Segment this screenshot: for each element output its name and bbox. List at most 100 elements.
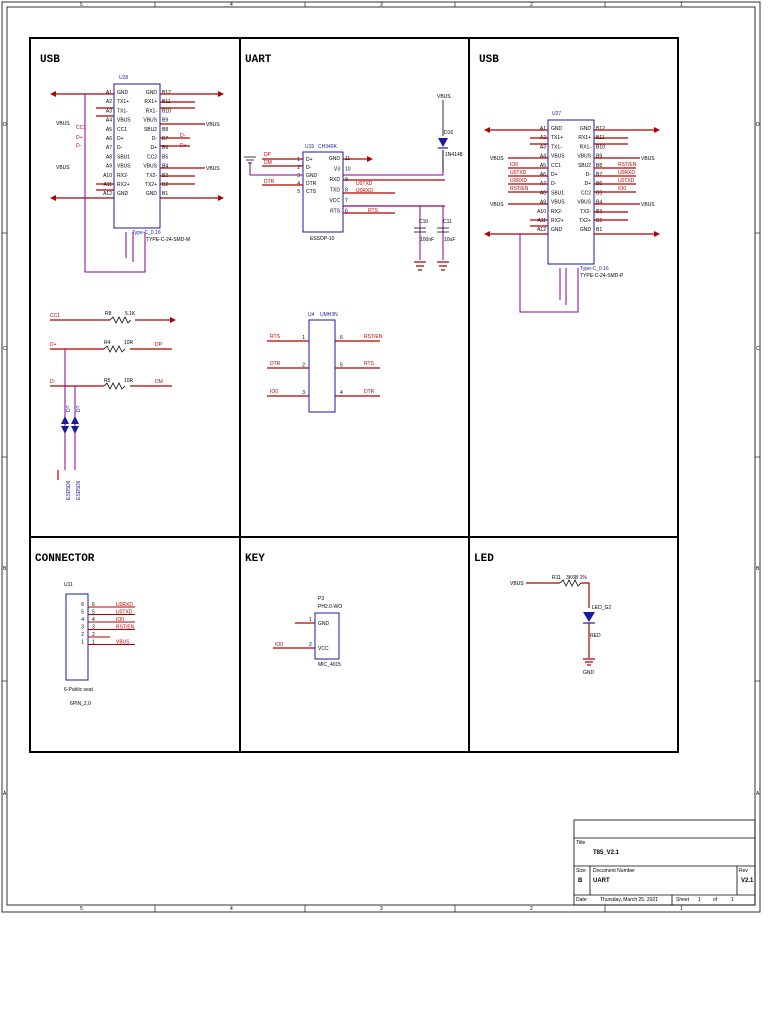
bottom-tick-4: 4 bbox=[230, 906, 233, 912]
u15-out-net-txd: U0TXD bbox=[356, 181, 373, 187]
r4-body bbox=[103, 345, 126, 353]
u28-right-pin: B4 bbox=[162, 164, 168, 170]
tb-sheet-label: Sheet bbox=[676, 897, 690, 903]
u15-left-pin: 5 bbox=[297, 189, 300, 195]
u4-left-net-1: RTS bbox=[270, 334, 281, 340]
p3-key: P3 PH2.0-WO MIC_4015 1 2 GND VCC IO0 bbox=[273, 596, 342, 668]
u28-dp-net-r: D+ bbox=[180, 143, 187, 149]
inner-frame bbox=[6, 6, 756, 906]
u28-left-pin: A7 bbox=[106, 145, 112, 151]
u15-package: ESSOP-10 bbox=[310, 236, 335, 242]
u27-ref: U27 bbox=[552, 111, 561, 117]
led-block: VBUS R11 3K6B 1% LED_G2 RED GND bbox=[510, 575, 611, 676]
u28-left-name: TX1- bbox=[117, 108, 128, 114]
u11-pin: 1 bbox=[92, 640, 95, 646]
cc1-arrow bbox=[170, 317, 176, 323]
top-tick-3: 3 bbox=[380, 2, 383, 8]
u15-out-net-rxd: U0RXD bbox=[356, 188, 373, 194]
p3-pin1: 1 bbox=[309, 617, 312, 623]
c11-ref: C11 bbox=[443, 219, 452, 225]
u28-left-pin: A3 bbox=[106, 108, 112, 114]
u27-arrow-br bbox=[654, 231, 660, 237]
u28-left-pin: A8 bbox=[106, 154, 112, 160]
u27-left-pin: A1 bbox=[540, 126, 546, 132]
r5-body bbox=[103, 382, 126, 390]
top-tick-5: 5 bbox=[80, 2, 83, 8]
u28-vbus-label-l2: VBUS bbox=[56, 165, 70, 171]
u27-right-name: D- bbox=[586, 172, 592, 178]
u28-right-name: VBUS bbox=[143, 118, 157, 124]
u27-sub: Type-C_0.16 bbox=[580, 266, 609, 272]
u11-pin-inner: 6 bbox=[81, 602, 84, 608]
section-title-usb-left: USB bbox=[40, 54, 60, 66]
u27-left-name: VBUS bbox=[551, 200, 565, 206]
u28-left-name: TX1+ bbox=[117, 99, 129, 105]
u27-right-net-4: IO0 bbox=[618, 186, 626, 192]
u27-left-pin: A12 bbox=[537, 227, 546, 233]
u27-arrow-bl bbox=[484, 231, 490, 237]
u27-right-name: GND bbox=[580, 227, 592, 233]
u4-body bbox=[308, 319, 336, 413]
u28-left-pin: A5 bbox=[106, 127, 112, 133]
u4-right-pin: 4 bbox=[340, 390, 343, 396]
tb-docnum: UART bbox=[593, 878, 610, 884]
u4-ref: U4 bbox=[308, 312, 315, 318]
u27-left-name: VBUS bbox=[551, 154, 565, 160]
u27-right-name: SBU2 bbox=[578, 163, 591, 169]
u27-right-net-1: RST/EN bbox=[618, 162, 637, 168]
u28-left-pin: A1 bbox=[106, 90, 112, 96]
u28-left-pin: A4 bbox=[106, 118, 112, 124]
u15-right-name: VCC bbox=[329, 198, 340, 204]
u27-right-name: TX2+ bbox=[579, 218, 591, 224]
u28-left-name: RX2- bbox=[117, 173, 129, 179]
u11-ref: U11 bbox=[64, 582, 73, 588]
gnd-sym-top bbox=[244, 156, 256, 164]
u27-vbus-label-r2: VBUS bbox=[641, 202, 655, 208]
side-tick-a-left: A bbox=[3, 791, 7, 797]
u27-right-pin: B9 bbox=[596, 154, 602, 160]
u28-dm-net-r: D- bbox=[180, 133, 186, 139]
u27-right-name: VBUS bbox=[577, 200, 591, 206]
u27-left-name: D- bbox=[551, 181, 557, 187]
u4-right-pin: 5 bbox=[340, 363, 343, 369]
side-tick-d-right: D bbox=[756, 122, 760, 128]
u27-right-net-2: U0RXD bbox=[618, 170, 635, 176]
r8-left-net: CC1 bbox=[50, 313, 60, 319]
u15-right-name: V3 bbox=[334, 167, 340, 173]
u28-left-name: GND bbox=[117, 90, 129, 96]
r5-value: 10R bbox=[124, 378, 134, 384]
u4-right-net-3: DTR bbox=[364, 389, 375, 395]
u28-right-pin: B1 bbox=[162, 191, 168, 197]
u4-right-wires bbox=[335, 340, 380, 397]
esd1-part: ESD5D6 bbox=[66, 480, 72, 500]
u11-net: U0RXD bbox=[116, 602, 133, 608]
u27-right-pin: B8 bbox=[596, 163, 602, 169]
u11-pin: 3 bbox=[92, 625, 95, 631]
u15-right-name: RTS bbox=[330, 209, 341, 215]
u28-right-name: VBUS bbox=[143, 164, 157, 170]
u27-left-pin: A3 bbox=[540, 144, 546, 150]
side-tick-c-right: C bbox=[756, 346, 760, 352]
u27-right-pin: B12 bbox=[596, 126, 605, 132]
r8-body bbox=[109, 316, 132, 324]
u15-left-name: D- bbox=[306, 165, 312, 171]
u27-right-pin: B7 bbox=[596, 172, 602, 178]
u15-right-name: RXD bbox=[329, 177, 340, 183]
section-title-usb-right: USB bbox=[479, 54, 499, 66]
u15-left-name: CTS bbox=[306, 189, 317, 195]
u27-right-name: VBUS bbox=[577, 154, 591, 160]
c10-ref: C10 bbox=[419, 219, 428, 225]
u27-left-pin: A11 bbox=[537, 218, 546, 224]
u11-pin-inner: 3 bbox=[81, 625, 84, 631]
c11-plates bbox=[437, 227, 449, 233]
u28-left-pin: A6 bbox=[106, 136, 112, 142]
u28-side-rails bbox=[96, 101, 195, 191]
u27-left-name: TX1- bbox=[551, 144, 562, 150]
u28-d-right-wire bbox=[160, 137, 190, 147]
u11-part: 6-Public seat bbox=[64, 687, 94, 693]
